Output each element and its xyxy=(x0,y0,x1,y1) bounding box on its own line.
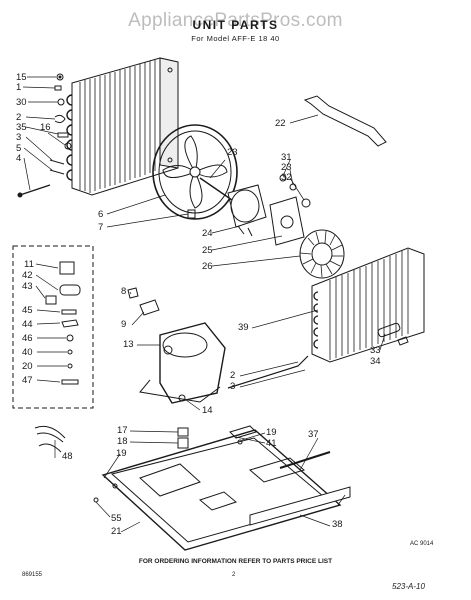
handwritten-stamp: 523-A-10 xyxy=(392,582,425,591)
callout-14: 14 xyxy=(202,405,213,416)
callout-25: 25 xyxy=(202,245,213,256)
callout-48: 48 xyxy=(62,451,73,462)
figure-code: AC 9014 xyxy=(410,541,434,547)
blower-wheel xyxy=(299,229,345,279)
diagram-title: UNIT PARTS xyxy=(192,18,279,32)
callout-23: 23 xyxy=(227,147,238,158)
callout-30: 30 xyxy=(16,97,27,108)
callout-35: 35 xyxy=(16,122,27,133)
callout-32: 32 xyxy=(281,172,292,183)
control-parts-box xyxy=(12,245,94,409)
callout-22: 22 xyxy=(275,118,286,129)
compressor xyxy=(127,287,226,404)
callout-40: 40 xyxy=(22,347,33,358)
callout-24: 24 xyxy=(202,228,213,239)
discharge-tube xyxy=(227,355,309,389)
callout-16: 16 xyxy=(40,122,51,133)
filter-clips xyxy=(377,322,409,346)
compressor-mount xyxy=(177,427,189,449)
callout-43: 43 xyxy=(22,281,33,292)
brace xyxy=(303,95,387,147)
fan-shroud xyxy=(152,124,238,220)
callout-9: 9 xyxy=(121,319,127,330)
callout-21: 21 xyxy=(111,526,122,537)
callout-39: 39 xyxy=(238,322,249,333)
callout-41: 41 xyxy=(266,438,277,449)
document-number: 869155 xyxy=(22,572,43,578)
wire-harness xyxy=(34,425,66,453)
callout-44: 44 xyxy=(22,319,33,330)
callout-11: 11 xyxy=(24,259,34,270)
callout-13: 13 xyxy=(123,339,134,350)
callout-33: 33 xyxy=(370,345,381,356)
callout-37: 37 xyxy=(308,429,319,440)
callout-47: 47 xyxy=(22,375,33,386)
callout-55: 55 xyxy=(111,513,122,524)
condenser-coil xyxy=(66,57,179,196)
callout-1: 1 xyxy=(16,82,22,93)
callout-7: 7 xyxy=(98,222,104,233)
callout-3: 3 xyxy=(16,132,22,143)
callout-2: 2 xyxy=(16,112,22,123)
callout-19: 19 xyxy=(266,427,277,438)
callout-42: 42 xyxy=(22,270,33,281)
ordering-note: FOR ORDERING INFORMATION REFER TO PARTS … xyxy=(138,558,333,565)
callout-26: 26 xyxy=(202,261,213,272)
callout-3b: 3 xyxy=(230,381,236,392)
drain-channel xyxy=(249,486,351,526)
coil-fittings xyxy=(17,73,72,198)
callout-6: 6 xyxy=(98,209,104,220)
page-number: 2 xyxy=(232,572,236,578)
callout-15: 15 xyxy=(16,72,27,83)
base-pan xyxy=(101,425,342,551)
watermark: AppliancePartsPros.com xyxy=(128,10,343,31)
callout-46: 46 xyxy=(22,333,33,344)
callout-5: 5 xyxy=(16,143,22,154)
callout-31: 31 xyxy=(281,152,292,163)
diagram-subtitle: For Model AFF-E 18 40 xyxy=(191,34,280,43)
callout-8: 8 xyxy=(121,286,127,297)
callout-45: 45 xyxy=(22,305,33,316)
leader-lines xyxy=(22,76,386,533)
callout-17: 17 xyxy=(117,425,128,436)
callout-38: 38 xyxy=(332,519,343,530)
callout-19b: 19 xyxy=(116,448,127,459)
callout-34: 34 xyxy=(370,356,381,367)
evaporator-coil xyxy=(311,247,425,363)
callout-23b: 23 xyxy=(281,162,292,173)
callout-4: 4 xyxy=(16,153,22,164)
callout-2b: 2 xyxy=(230,370,236,381)
callout-18: 18 xyxy=(117,436,128,447)
fan-motor xyxy=(199,174,311,246)
callout-20: 20 xyxy=(22,361,33,372)
screw xyxy=(93,497,99,503)
